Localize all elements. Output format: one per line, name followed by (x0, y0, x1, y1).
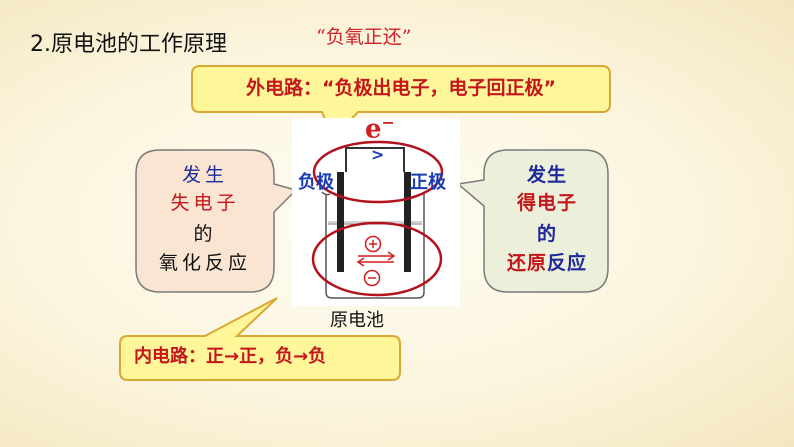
inner-circuit-text: 内电路：正→正，负→负 (134, 346, 327, 367)
right-line-3: 的 (536, 223, 557, 245)
positive-electrode (404, 172, 411, 272)
outer-circuit-text: 外电路：“负极出电子，电子回正极” (246, 77, 556, 99)
negative-electrode-label: 负极 (298, 172, 334, 193)
right-line-4: 还原反应 (492, 248, 602, 275)
left-bubble (135, 149, 298, 293)
reaction-word: 反应 (547, 252, 588, 274)
electron-charge: − (381, 113, 395, 132)
outer-circuit-ellipse (312, 140, 444, 204)
electron-symbol: e (365, 114, 382, 145)
cell-caption: 原电池 (330, 310, 384, 331)
left-line-4: 氧化反应 (158, 252, 251, 274)
electron-label: e− (365, 113, 395, 145)
cation-symbol (364, 235, 382, 253)
page-title: 2.原电池的工作原理 (30, 32, 227, 57)
svg-text:>: > (371, 145, 384, 164)
anion-symbol (363, 269, 381, 287)
reduction-word: 还原 (506, 252, 547, 274)
inner-circuit-callout (119, 297, 401, 381)
inner-circuit-ellipse (311, 221, 443, 297)
left-line-2: 失电子 (170, 192, 240, 214)
right-line-2: 得电子 (516, 192, 577, 214)
slogan: “负氧正还” (316, 26, 412, 48)
right-line-1: 发生 (526, 164, 567, 186)
left-line-1: 发生 (181, 164, 228, 186)
galvanic-cell-diagram: > (292, 118, 460, 306)
negative-electrode (337, 172, 344, 272)
right-bubble (456, 149, 609, 293)
positive-electrode-label: 正极 (410, 172, 446, 193)
left-line-3: 的 (193, 223, 217, 245)
